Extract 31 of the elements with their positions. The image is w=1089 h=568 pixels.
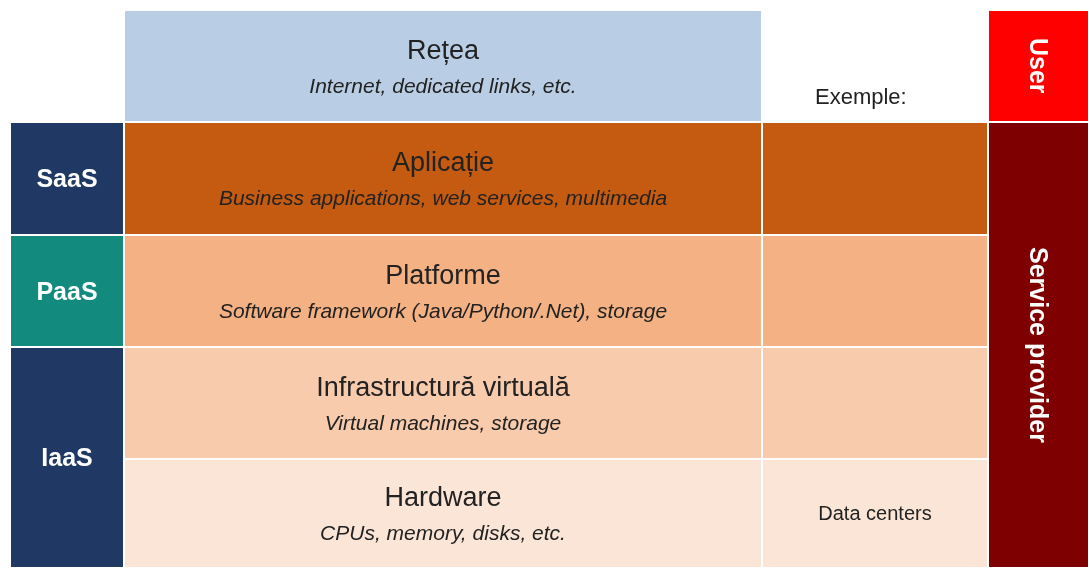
layer-title: Platforme	[385, 259, 501, 291]
role-label: User	[1024, 38, 1053, 94]
service-model-box	[10, 122, 124, 235]
example-cell	[762, 459, 988, 568]
layer-band	[124, 235, 762, 347]
example-text: Data centers	[818, 502, 932, 525]
example-cell	[762, 122, 988, 235]
layer-band	[124, 459, 762, 568]
example-cell	[762, 235, 988, 347]
layer-title: Aplicație	[391, 147, 495, 178]
model-label: IaaS	[41, 443, 93, 472]
role-band	[988, 10, 1089, 122]
layer-band	[124, 10, 762, 122]
layer-title: Hardware	[384, 482, 502, 513]
layer-description: Software framework (Java/Python/.Net), storage	[218, 298, 668, 323]
layer-description: Internet, dedicated links, etc.	[309, 73, 577, 98]
layer-band	[124, 122, 762, 235]
service-model-box	[10, 347, 124, 568]
example-cell	[762, 347, 988, 459]
role-label: Service provider	[1024, 247, 1053, 443]
layer-band	[124, 347, 762, 459]
service-model-box	[10, 235, 124, 347]
role-band	[988, 122, 1089, 568]
model-label: PaaS	[36, 276, 98, 306]
layer-description: Virtual machines, storage	[324, 410, 562, 435]
layer-title: Rețea	[406, 34, 480, 66]
column-heading: Exemple:	[815, 84, 907, 110]
layer-title: Infrastructură virtuală	[316, 371, 570, 403]
layer-description: CPUs, memory, disks, etc.	[320, 521, 566, 545]
model-label: SaaS	[36, 164, 98, 193]
layer-description: Business applications, web services, multimedia	[218, 186, 668, 210]
